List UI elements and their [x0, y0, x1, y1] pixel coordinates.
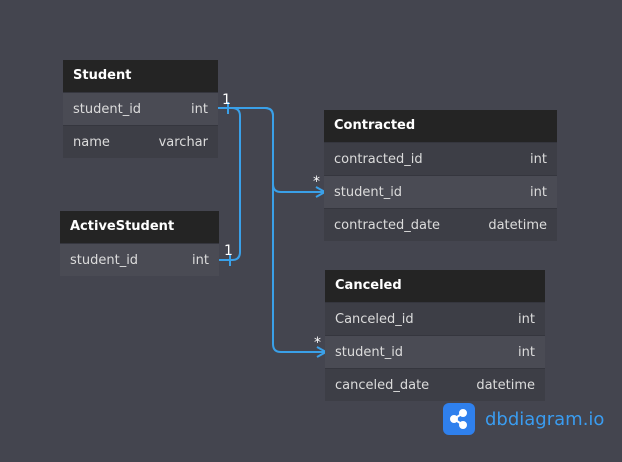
brand-logo[interactable]: dbdiagram.io	[443, 403, 604, 435]
table-header[interactable]: Canceled	[325, 270, 545, 302]
field-type: datetime	[488, 217, 547, 233]
link-active-student	[217, 107, 241, 261]
one-label-student: 1	[222, 92, 231, 108]
field-type: int	[530, 184, 547, 200]
field-type: int	[192, 252, 209, 268]
table-contracted[interactable]: Contracted contracted_id int student_id …	[324, 110, 557, 241]
table-row[interactable]: canceled_date datetime	[325, 368, 545, 401]
many-label-canceled: *	[314, 335, 321, 351]
field-name: contracted_id	[334, 151, 423, 167]
field-type: int	[518, 344, 535, 360]
table-header[interactable]: Contracted	[324, 110, 557, 142]
field-type: int	[518, 311, 535, 327]
field-name: student_id	[70, 252, 139, 268]
field-type: datetime	[476, 377, 535, 393]
table-row[interactable]: contracted_date datetime	[324, 208, 557, 241]
table-canceled[interactable]: Canceled Canceled_id int student_id int …	[325, 270, 545, 401]
field-name: name	[73, 134, 110, 150]
table-row[interactable]: name varchar	[63, 125, 218, 158]
table-active-student[interactable]: ActiveStudent student_id int	[60, 211, 219, 276]
brand-name: dbdiagram.io	[485, 408, 605, 430]
field-name: contracted_date	[334, 217, 441, 233]
link-student-contracted	[217, 107, 325, 193]
link-student-canceled	[217, 107, 326, 353]
table-student[interactable]: Student student_id int name varchar	[63, 60, 218, 158]
table-row[interactable]: student_id int	[60, 243, 219, 276]
table-header[interactable]: ActiveStudent	[60, 211, 219, 243]
many-label-contracted: *	[313, 174, 320, 190]
field-name: student_id	[334, 184, 403, 200]
field-type: int	[530, 151, 547, 167]
field-type: int	[191, 101, 208, 117]
table-row[interactable]: student_id int	[63, 92, 218, 125]
field-name: canceled_date	[335, 377, 430, 393]
table-row[interactable]: contracted_id int	[324, 142, 557, 175]
table-row[interactable]: Canceled_id int	[325, 302, 545, 335]
field-name: student_id	[73, 101, 142, 117]
field-type: varchar	[158, 134, 208, 150]
field-name: student_id	[335, 344, 404, 360]
table-header[interactable]: Student	[63, 60, 218, 92]
field-name: Canceled_id	[335, 311, 414, 327]
table-row[interactable]: student_id int	[324, 175, 557, 208]
table-row[interactable]: student_id int	[325, 335, 545, 368]
one-label-active: 1	[224, 243, 233, 259]
share-icon	[443, 403, 475, 435]
